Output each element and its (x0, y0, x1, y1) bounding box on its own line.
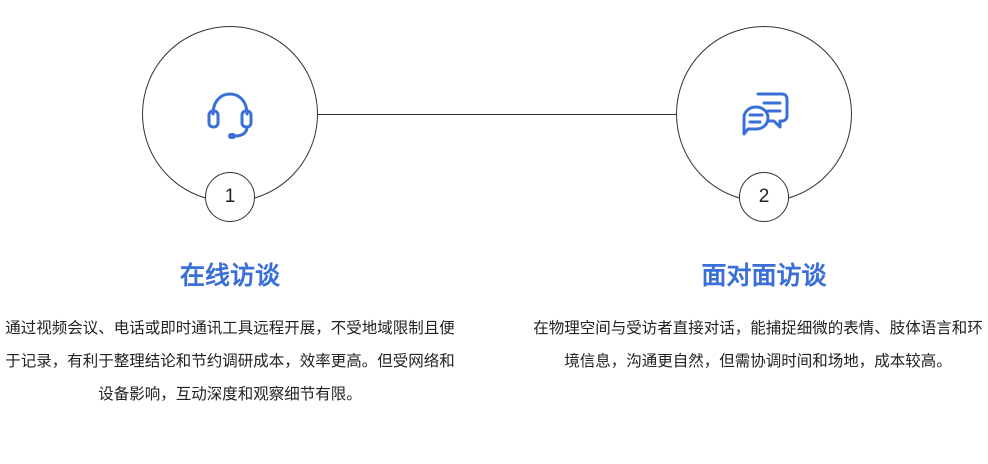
step-2-number: 2 (739, 172, 789, 222)
connector-line (318, 114, 678, 115)
step-1-description: 通过视频会议、电话或即时通讯工具远程开展，不受地域限制且便于记录，有利于整理结论… (5, 319, 455, 403)
step-2-description: 在物理空间与受访者直接对话，能捕捉细微的表情、肢体语言和环境信息，沟通更自然，但… (533, 319, 983, 370)
headset-icon (207, 92, 253, 139)
step-2-title: 面对面访谈 (701, 261, 827, 290)
step-1-number: 1 (205, 172, 255, 222)
chat-bubbles-icon (742, 92, 789, 136)
step-1-title: 在线访谈 (179, 261, 280, 290)
